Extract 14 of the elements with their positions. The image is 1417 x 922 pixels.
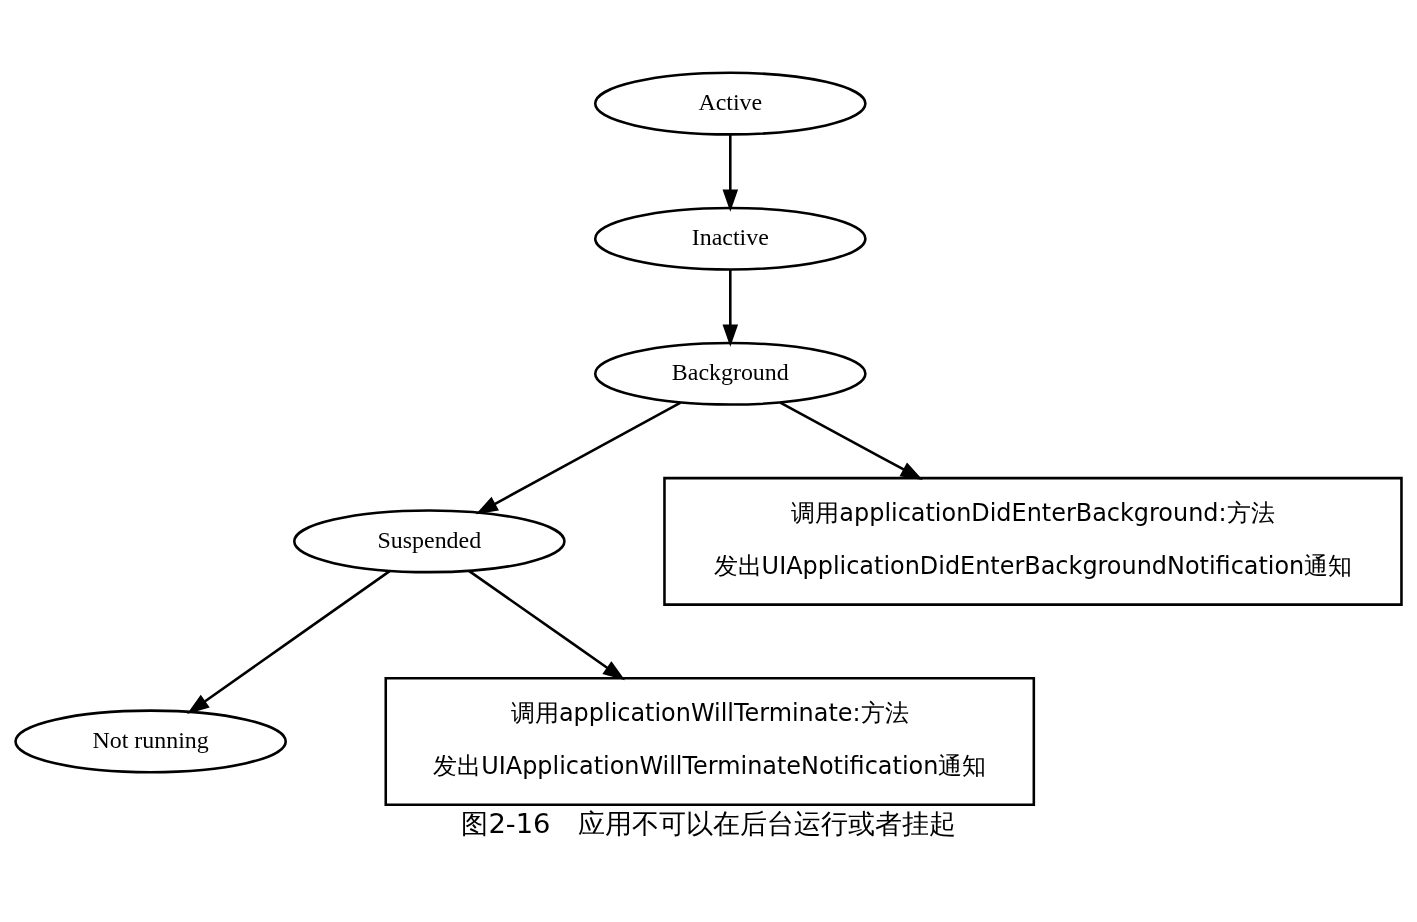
arrow xyxy=(722,134,739,212)
arrow xyxy=(722,269,739,347)
arrow xyxy=(779,401,923,480)
node-ellipse: Suspended xyxy=(293,509,566,574)
arrow xyxy=(468,569,626,681)
node-box: 调用applicationWillTerminate:方法 发出UIApplicationWillTerminateNotification通知 xyxy=(384,676,1036,806)
arrow xyxy=(187,569,391,714)
caption: 图2-16 应用不可以在后台运行或者挂起 xyxy=(461,808,956,840)
node-box: 调用applicationDidEnterBackground:方法 发出UIApplicationDidEnterBackgroundNotification通知 xyxy=(663,476,1403,606)
node-ellipse: Not running xyxy=(14,709,287,774)
node-ellipse: Background xyxy=(593,341,867,406)
arrow xyxy=(475,401,682,515)
node-ellipse: Active xyxy=(593,71,867,136)
node-ellipse: Inactive xyxy=(593,206,867,271)
